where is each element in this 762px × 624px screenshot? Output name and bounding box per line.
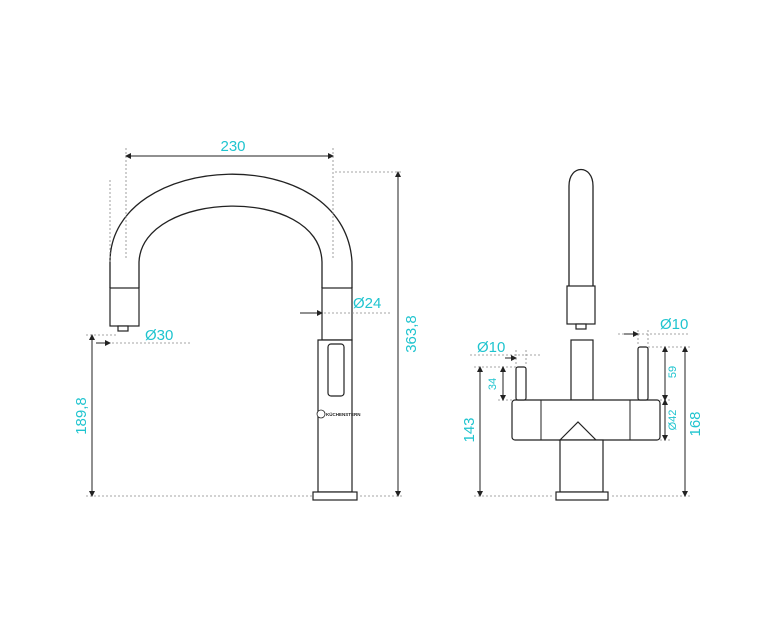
lever-side bbox=[327, 343, 345, 397]
front-base bbox=[555, 491, 609, 501]
dim-left-handle-diameter: Ø10 bbox=[477, 339, 505, 356]
side-view: KÜCHENSTERN 230 363,8 189,8 Ø24 Ø30 bbox=[73, 138, 420, 501]
faucet-base bbox=[312, 491, 358, 501]
spout-outer-curve bbox=[109, 173, 353, 288]
dim-body-diameter: Ø42 bbox=[667, 410, 679, 431]
dim-body-height: 143 bbox=[461, 417, 478, 442]
right-handle bbox=[637, 346, 649, 401]
front-spout bbox=[568, 169, 594, 286]
spray-head bbox=[109, 287, 140, 327]
front-column bbox=[559, 439, 604, 493]
brand-text: KÜCHENSTERN bbox=[326, 411, 361, 417]
dim-outlet-diameter: Ø30 bbox=[145, 327, 173, 344]
front-neck bbox=[570, 339, 594, 401]
spout-inner-curve bbox=[138, 205, 323, 288]
front-spray-head bbox=[566, 285, 596, 325]
dim-lever-height: 59 bbox=[667, 366, 679, 378]
spray-nozzle bbox=[117, 325, 129, 332]
dim-right-handle-diameter: Ø10 bbox=[660, 316, 688, 333]
vertical-pipe bbox=[321, 287, 353, 341]
dim-base-height: 168 bbox=[687, 411, 704, 436]
front-nozzle bbox=[575, 323, 587, 330]
left-handle bbox=[515, 366, 527, 401]
dim-handle-height: 34 bbox=[487, 378, 499, 390]
brand-logo-mark bbox=[316, 409, 326, 419]
front-view: Ø10 Ø10 34 143 59 Ø42 168 bbox=[461, 169, 704, 501]
dim-total-height: 363,8 bbox=[403, 315, 420, 353]
dim-reach: 230 bbox=[220, 138, 245, 155]
dim-spout-height: 189,8 bbox=[73, 397, 90, 435]
dim-pipe-diameter: Ø24 bbox=[353, 295, 381, 312]
